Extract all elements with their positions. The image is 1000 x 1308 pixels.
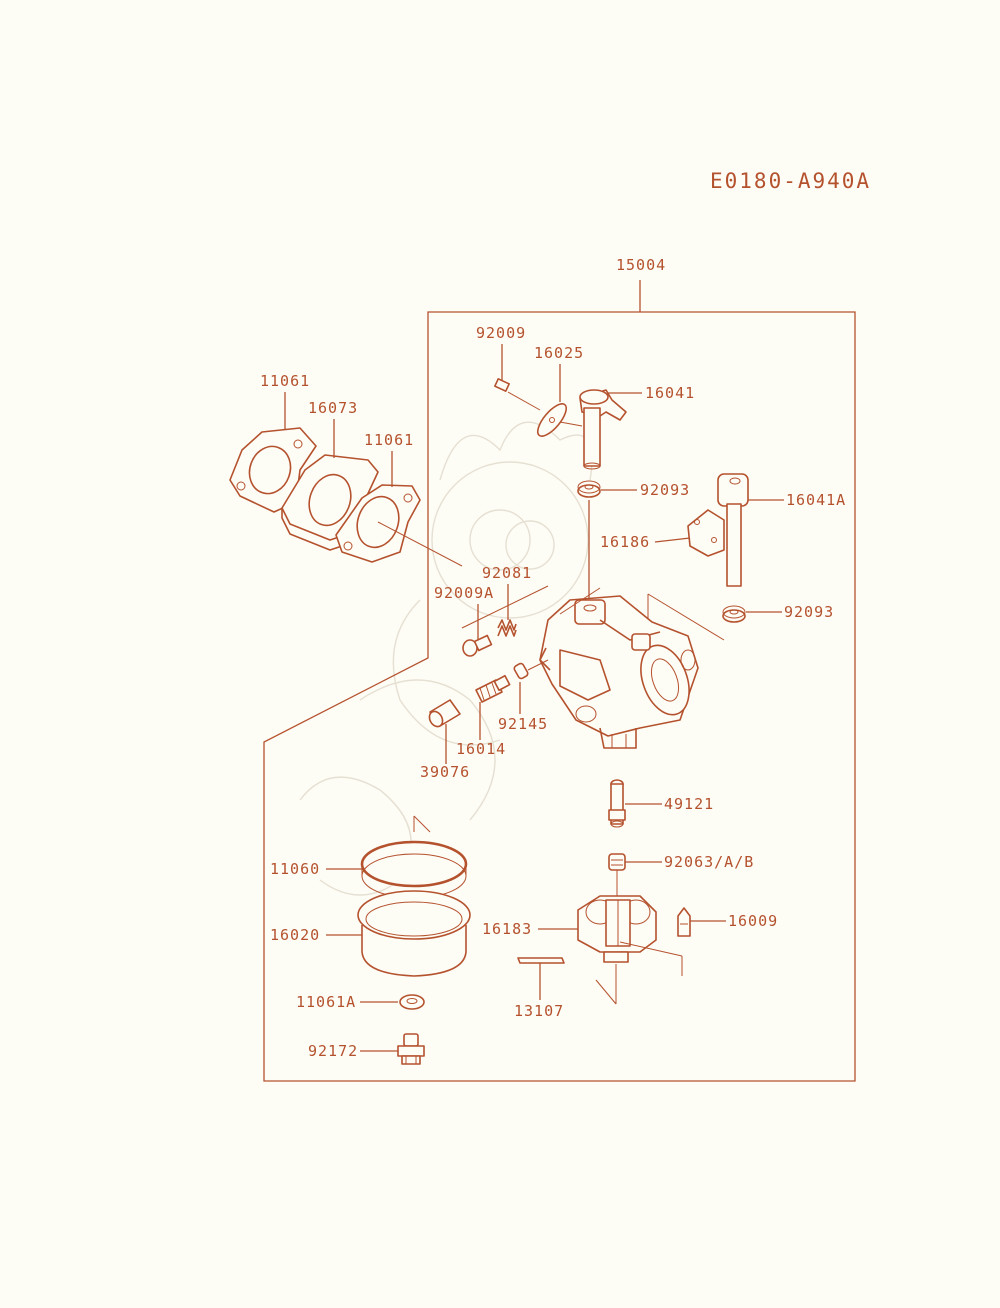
label-16009: 16009 <box>728 912 778 930</box>
label-16041: 16041 <box>645 384 695 402</box>
label-13107: 13107 <box>514 1002 564 1020</box>
gasket-11061-b <box>335 484 421 563</box>
screw-92009A <box>462 634 493 657</box>
washer-92093-b <box>722 605 746 623</box>
label-92063: 92063/A/B <box>664 853 754 871</box>
label-92172: 92172 <box>308 1042 358 1060</box>
label-16073: 16073 <box>308 399 358 417</box>
choke-valve-16186 <box>687 509 725 557</box>
label-11061-b: 11061 <box>364 431 414 449</box>
screw-guide-line-3 <box>527 659 549 671</box>
jet-16014 <box>475 674 511 703</box>
label-11061A: 11061A <box>296 993 356 1011</box>
carburetor-body <box>539 595 699 749</box>
label-92093-a: 92093 <box>640 481 690 499</box>
choke-shaft-16041A <box>717 473 749 587</box>
label-11061-a: 11061 <box>260 372 310 390</box>
float-16183 <box>577 895 657 963</box>
label-39076: 39076 <box>420 763 470 781</box>
spring-92145 <box>513 662 529 680</box>
label-16025: 16025 <box>534 344 584 362</box>
label-92009: 92009 <box>476 324 526 342</box>
label-92081: 92081 <box>482 564 532 582</box>
label-49121: 49121 <box>664 795 714 813</box>
throttle-valve-16025 <box>536 403 583 437</box>
gasket-axis-line <box>377 521 463 567</box>
gasket-11060 <box>360 840 468 899</box>
washer-92093-a <box>577 480 601 498</box>
float-guide-1 <box>619 941 683 957</box>
needle-valve-16009 <box>677 907 691 937</box>
nozzle-49121 <box>608 779 626 828</box>
label-92093-b: 92093 <box>784 603 834 621</box>
label-11060: 11060 <box>270 860 320 878</box>
bolt-92172 <box>397 1033 425 1065</box>
label-16014: 16014 <box>456 740 506 758</box>
watermark <box>299 421 593 896</box>
assembly-frame <box>263 311 856 1082</box>
bowl-guide-2 <box>413 815 431 833</box>
float-pin-13107 <box>517 957 565 964</box>
label-16183: 16183 <box>482 920 532 938</box>
label-15004: 15004 <box>616 256 666 274</box>
choke-guide-2 <box>647 593 725 641</box>
label-92009A: 92009A <box>434 584 494 602</box>
spring-92081 <box>497 619 517 637</box>
diagram-code: E0180-A940A <box>710 169 871 193</box>
main-jet-92063 <box>608 853 626 871</box>
label-16020: 16020 <box>270 926 320 944</box>
screw-92009 <box>494 378 541 411</box>
washer-11061A <box>399 994 425 1010</box>
throttle-shaft-16041 <box>579 389 627 470</box>
float-guide-4 <box>595 979 617 1005</box>
float-bowl-16020 <box>357 890 471 977</box>
label-92145: 92145 <box>498 715 548 733</box>
label-16041A: 16041A <box>786 491 846 509</box>
screw-guide-line-2 <box>559 587 601 615</box>
screw-guide-line <box>461 585 549 629</box>
label-16186: 16186 <box>600 533 650 551</box>
cap-39076 <box>428 699 461 728</box>
